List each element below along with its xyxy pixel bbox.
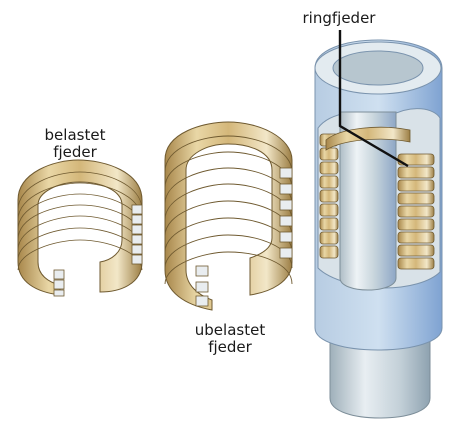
lower-rod bbox=[329, 329, 431, 419]
loaded-spring-stack bbox=[17, 159, 143, 297]
loaded-spring-label-line1: belastet bbox=[44, 126, 106, 144]
unloaded-spring-label-line1: ubelastet bbox=[194, 321, 266, 339]
inner-piston bbox=[339, 111, 397, 291]
unloaded-spring-label-line2: fjeder bbox=[208, 338, 252, 356]
cutaway-assembly bbox=[314, 39, 443, 419]
unloaded-spring-stack bbox=[164, 121, 293, 311]
ring-spring-label: ringfjeder bbox=[296, 10, 382, 27]
ring-spring-leader bbox=[338, 30, 409, 168]
loaded-spring-label-line2: fjeder bbox=[53, 143, 97, 161]
ring-spring-label-text: ringfjeder bbox=[302, 9, 376, 27]
inner-spring-right bbox=[397, 153, 435, 270]
sleeve-bore bbox=[332, 50, 424, 86]
loaded-spring-label: belastet fjeder bbox=[40, 127, 110, 161]
inner-spring-left bbox=[319, 133, 339, 259]
unloaded-spring-label: ubelastet fjeder bbox=[190, 322, 270, 356]
